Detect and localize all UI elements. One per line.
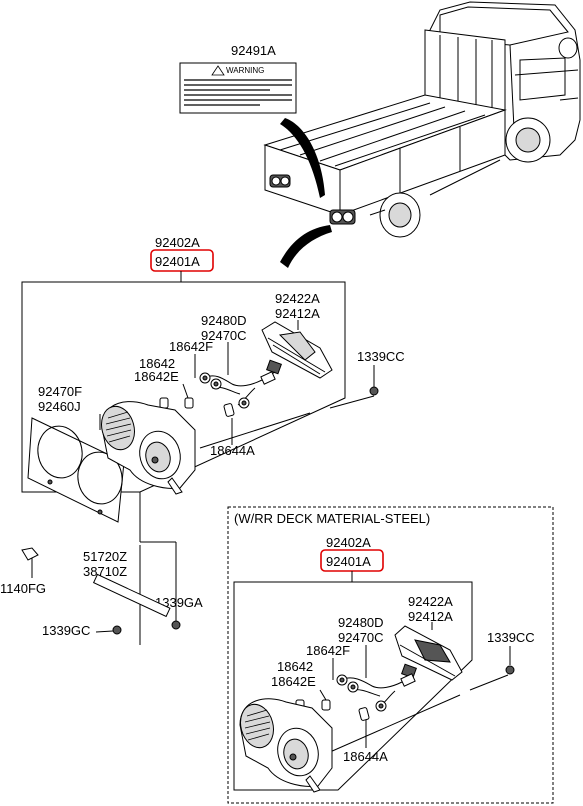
bottom-condition-text: (W/RR DECK MATERIAL-STEEL) <box>234 511 430 526</box>
bottom-wiring-harness <box>336 673 416 712</box>
bottom-part-1339cc: 1339CC <box>487 630 535 645</box>
top-part-1140fg: 1140FG <box>0 581 46 596</box>
warning-label-part-number: 92491A <box>231 43 276 58</box>
bottom-assembly: (W/RR DECK MATERIAL-STEEL) 92402A 92401A… <box>227 506 554 804</box>
top-part-92402a: 92402A <box>155 235 200 250</box>
warning-label: 92491A WARNING <box>179 43 297 114</box>
truck-illustration <box>263 1 581 268</box>
top-part-51720z: 51720Z <box>83 549 127 564</box>
top-assembly: 92402A 92401A 92422A 92412A 92480D 92470… <box>0 235 405 645</box>
warning-title: WARNING <box>226 66 264 75</box>
top-part-92401a: 92401A <box>155 254 200 269</box>
top-part-1339gc: 1339GC <box>42 623 90 638</box>
top-part-92470f: 92470F <box>38 384 82 399</box>
top-part-18642: 18642 <box>139 356 175 371</box>
top-part-92470c: 92470C <box>201 328 247 343</box>
bottom-twin-lamp <box>239 698 333 793</box>
bottom-part-92480d: 92480D <box>338 615 384 630</box>
bottom-part-18644a: 18644A <box>343 749 388 764</box>
bottom-screw-1339cc-shape <box>505 665 515 675</box>
bottom-part-92412a: 92412A <box>408 609 453 624</box>
top-part-92460j: 92460J <box>38 399 81 414</box>
bottom-part-18642e: 18642E <box>271 674 316 689</box>
bottom-part-18642f: 18642F <box>306 643 350 658</box>
top-part-18642e: 18642E <box>134 369 179 384</box>
top-wiring-harness <box>199 371 276 409</box>
bottom-part-92402a: 92402A <box>326 535 371 550</box>
top-bulbs <box>159 397 235 417</box>
top-lens-plate <box>27 417 125 523</box>
bottom-part-92422a: 92422A <box>408 594 453 609</box>
top-part-92422a: 92422A <box>275 291 320 306</box>
top-part-18644a: 18644A <box>210 443 255 458</box>
top-twin-lamp <box>101 401 196 495</box>
bottom-part-92401a: 92401A <box>326 554 371 569</box>
top-highlight-box <box>150 249 214 272</box>
top-part-92412a: 92412A <box>275 306 320 321</box>
top-part-92480d: 92480D <box>201 313 247 328</box>
top-part-1339cc: 1339CC <box>357 349 405 364</box>
top-part-1339ga: 1339GA <box>155 595 203 610</box>
top-part-38710z: 38710Z <box>83 564 127 579</box>
bottom-assembly-frame <box>233 581 473 791</box>
bottom-condition-frame <box>227 506 554 804</box>
top-part-18642f: 18642F <box>169 339 213 354</box>
top-side-lamp <box>261 321 333 379</box>
bottom-part-18642: 18642 <box>277 659 313 674</box>
bottom-part-92470c: 92470C <box>338 630 384 645</box>
top-assembly-frame <box>21 281 346 493</box>
bottom-side-lamp <box>394 625 463 681</box>
top-screw-1339cc-shape <box>369 386 379 396</box>
top-bracket-group: 51720Z 38710Z 1140FG 1339GA 1339GC <box>0 492 203 645</box>
